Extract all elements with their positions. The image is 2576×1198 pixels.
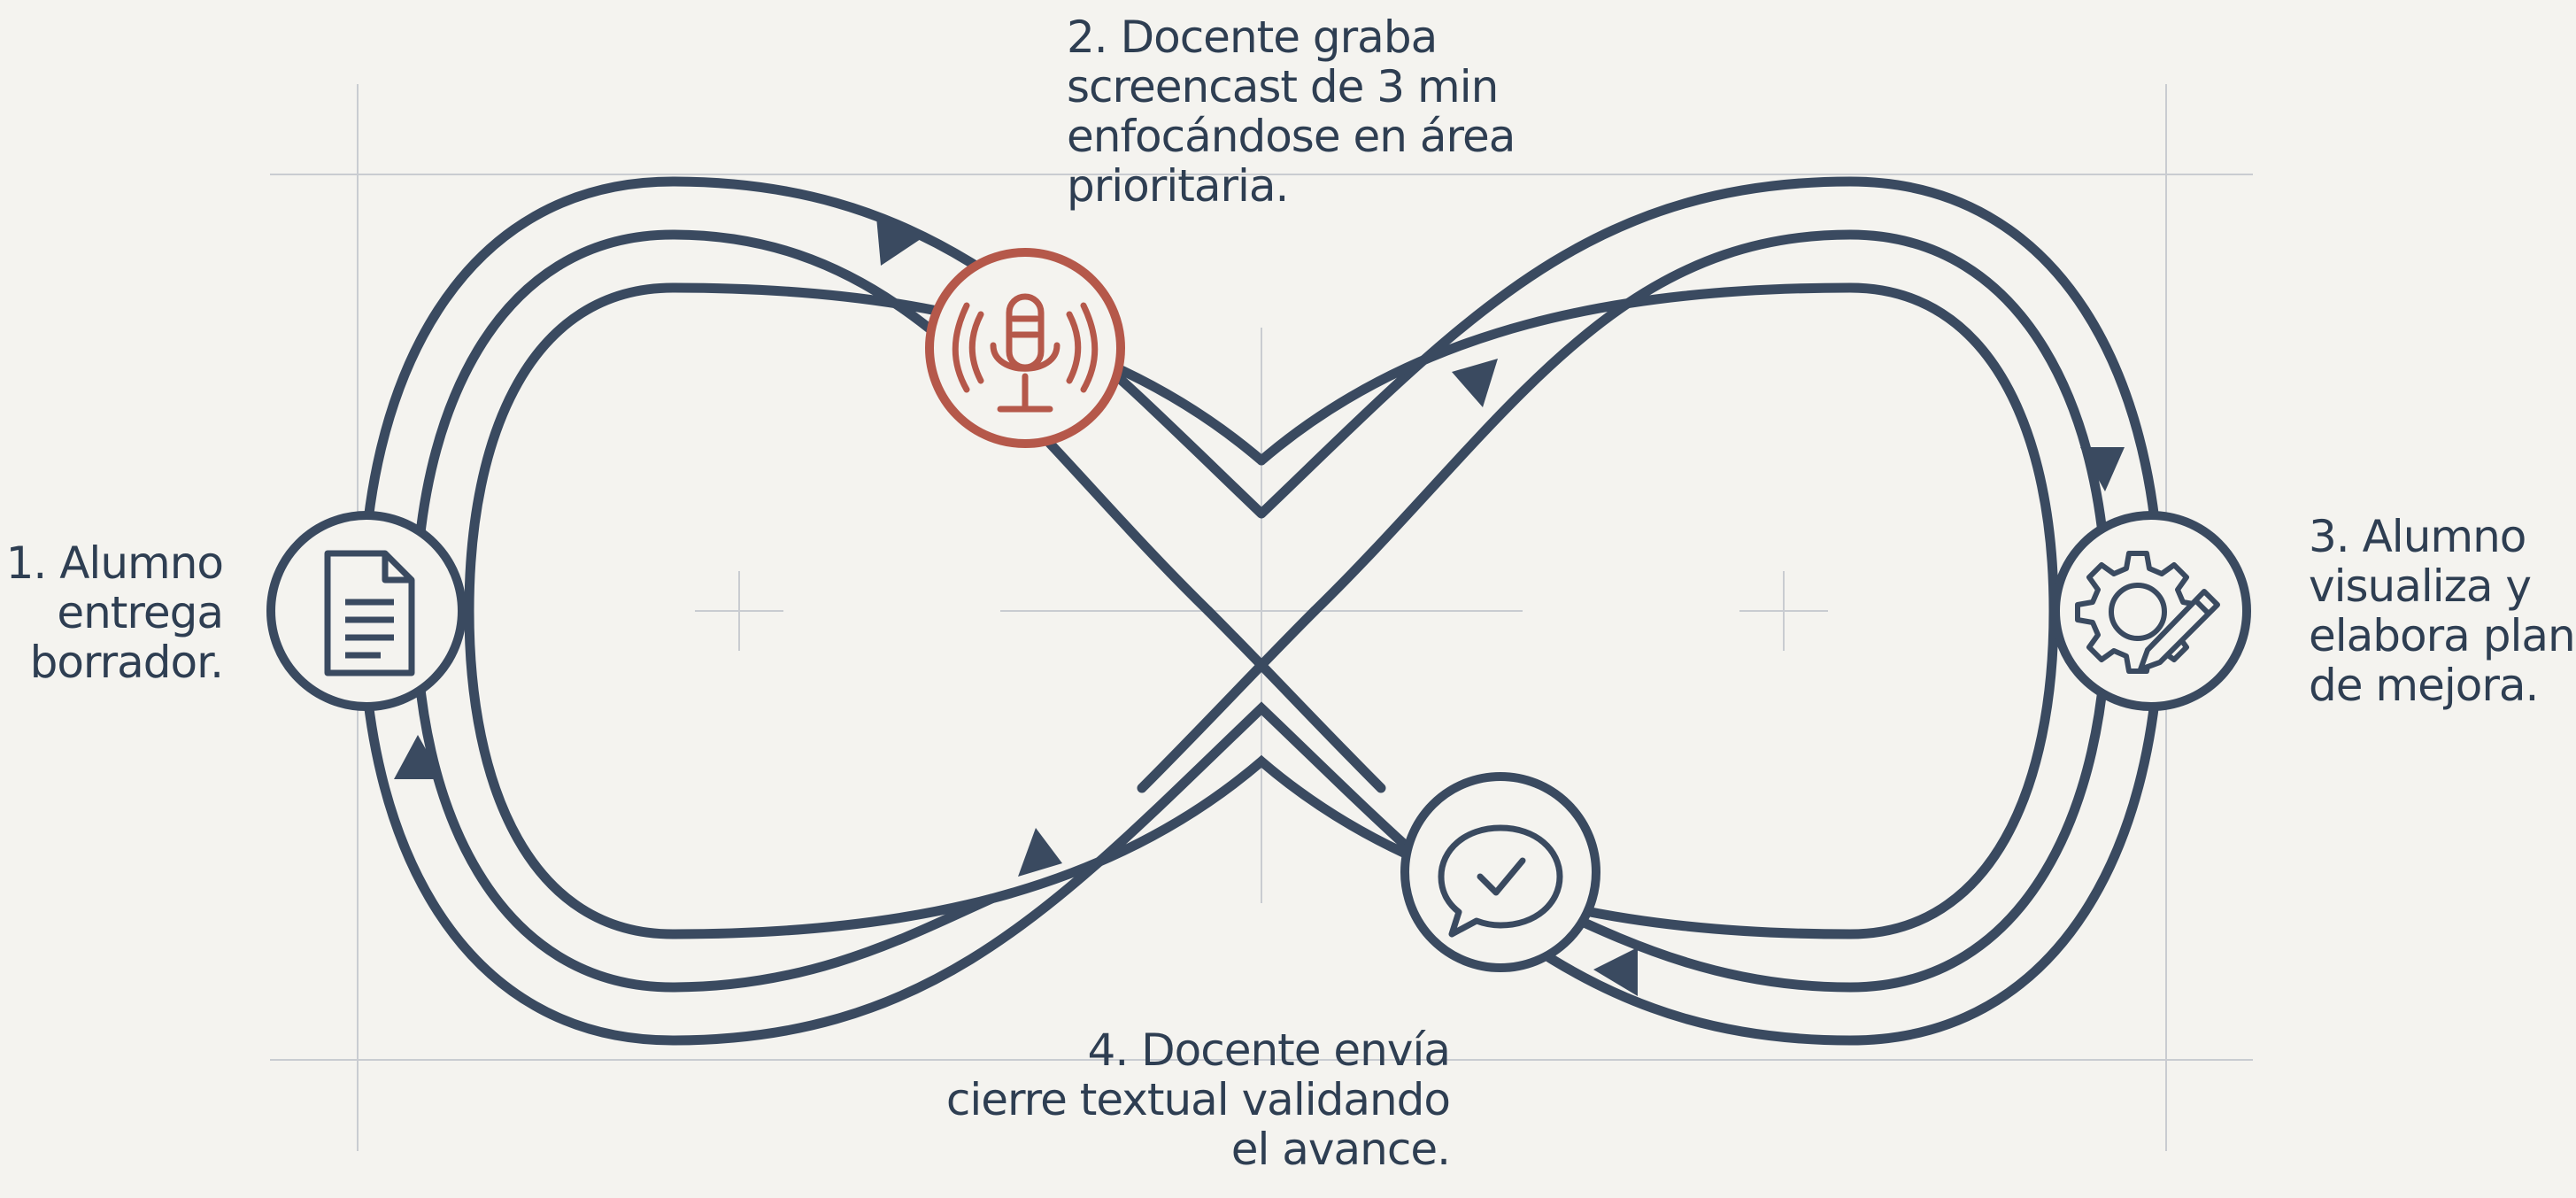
outer-rail <box>358 176 2165 1046</box>
step-1-label: 1. Alumno entrega borrador. <box>5 537 224 688</box>
step-3-label: 3. Alumno visualiza y elabora plan de me… <box>2309 511 2576 711</box>
step-2-label: 2. Docente graba screencast de 3 min enf… <box>1067 12 1516 212</box>
step-3-line: de mejora. <box>2309 660 2539 711</box>
step-3-line: 3. Alumno <box>2309 511 2526 562</box>
step-3-node <box>2051 511 2251 711</box>
guide-lines <box>270 84 2253 1151</box>
arrow-top-left <box>876 217 921 266</box>
arrow-top-center-right <box>1452 359 1498 407</box>
step-2-line: 2. Docente graba <box>1067 12 1438 63</box>
document-icon <box>324 550 415 676</box>
step-2-line: prioritaria. <box>1067 160 1289 212</box>
gear-pencil-icon <box>2075 551 2220 674</box>
arrow-left-up <box>394 735 443 779</box>
step-1-line: 1. Alumno <box>5 537 224 589</box>
arrow-bottom-right <box>1593 947 1638 996</box>
inner-rail <box>464 282 2059 939</box>
step-3-line: elabora plan <box>2309 610 2576 661</box>
step-4-label: 4. Docente envía cierre textual validand… <box>945 1024 1451 1175</box>
chat-check-icon <box>1438 824 1563 938</box>
step-1-node <box>266 511 467 711</box>
step-3-line: visualiza y <box>2309 560 2532 612</box>
step-2-line: enfocándose en área <box>1067 111 1516 162</box>
microphone-icon <box>952 293 1099 413</box>
step-2-node <box>925 248 1125 448</box>
step-4-node <box>1400 772 1600 972</box>
step-4-line: cierre textual validando <box>945 1074 1451 1125</box>
step-2-line: screencast de 3 min <box>1067 61 1499 112</box>
step-1-line: borrador. <box>29 637 224 688</box>
center-rail-cross-b <box>1137 606 1320 793</box>
step-1-line: entrega <box>57 587 224 638</box>
direction-arrows <box>394 217 2125 996</box>
arrow-bottom-center-left <box>1018 828 1062 877</box>
center-rail-cross-a <box>1203 606 1386 793</box>
step-4-line: 4. Docente envía <box>1087 1024 1451 1076</box>
step-4-line: el avance. <box>1230 1124 1451 1175</box>
arrow-right-down <box>2080 447 2125 491</box>
